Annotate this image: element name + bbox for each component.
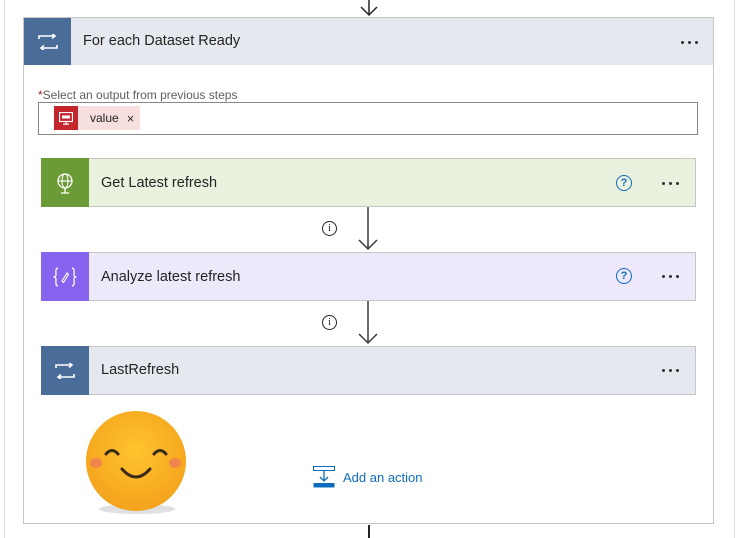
value-token[interactable]: value × bbox=[54, 106, 141, 130]
value-token-label: value bbox=[90, 111, 119, 125]
braces-icon bbox=[41, 252, 89, 301]
foreach-more-options-button[interactable] bbox=[674, 32, 704, 52]
step-more-options-button[interactable] bbox=[655, 360, 685, 380]
help-icon[interactable]: ? bbox=[616, 175, 632, 191]
bottom-connector-line bbox=[368, 525, 370, 538]
add-an-action-label: Add an action bbox=[343, 469, 423, 485]
connector-arrow bbox=[358, 207, 378, 251]
connector-info-icon[interactable]: i bbox=[322, 221, 337, 236]
foreach-header[interactable] bbox=[24, 18, 713, 65]
sql-icon bbox=[54, 106, 78, 130]
remove-token-button[interactable]: × bbox=[126, 110, 135, 126]
step-title-analyze-latest-refresh: Analyze latest refresh bbox=[101, 269, 241, 285]
smiley-face-icon bbox=[86, 411, 186, 514]
step-card-lastrefresh[interactable] bbox=[41, 346, 696, 395]
globe-icon bbox=[41, 158, 89, 207]
add-an-action-button[interactable]: Add an action bbox=[313, 466, 423, 488]
help-icon[interactable]: ? bbox=[616, 268, 632, 284]
connector-arrow bbox=[358, 301, 378, 345]
loop-icon bbox=[41, 346, 89, 395]
step-title-lastrefresh: LastRefresh bbox=[101, 362, 180, 378]
foreach-title: For each Dataset Ready bbox=[83, 33, 241, 49]
step-title-get-latest-refresh: Get Latest refresh bbox=[101, 175, 218, 191]
foreach-loop-icon bbox=[24, 18, 71, 65]
add-action-icon bbox=[313, 466, 335, 488]
step-card-analyze-latest-refresh[interactable] bbox=[41, 252, 696, 301]
canvas-frame bbox=[4, 0, 735, 538]
step-more-options-button[interactable] bbox=[655, 173, 685, 193]
step-more-options-button[interactable] bbox=[655, 266, 685, 286]
required-marker: * bbox=[38, 88, 43, 102]
connector-info-icon[interactable]: i bbox=[322, 315, 337, 330]
step-card-get-latest-refresh[interactable] bbox=[41, 158, 696, 207]
top-connector-arrow bbox=[360, 0, 378, 17]
select-output-label-text: Select an output from previous steps bbox=[42, 88, 238, 102]
select-output-label: *Select an output from previous steps bbox=[38, 88, 237, 102]
select-output-input[interactable] bbox=[38, 102, 698, 135]
